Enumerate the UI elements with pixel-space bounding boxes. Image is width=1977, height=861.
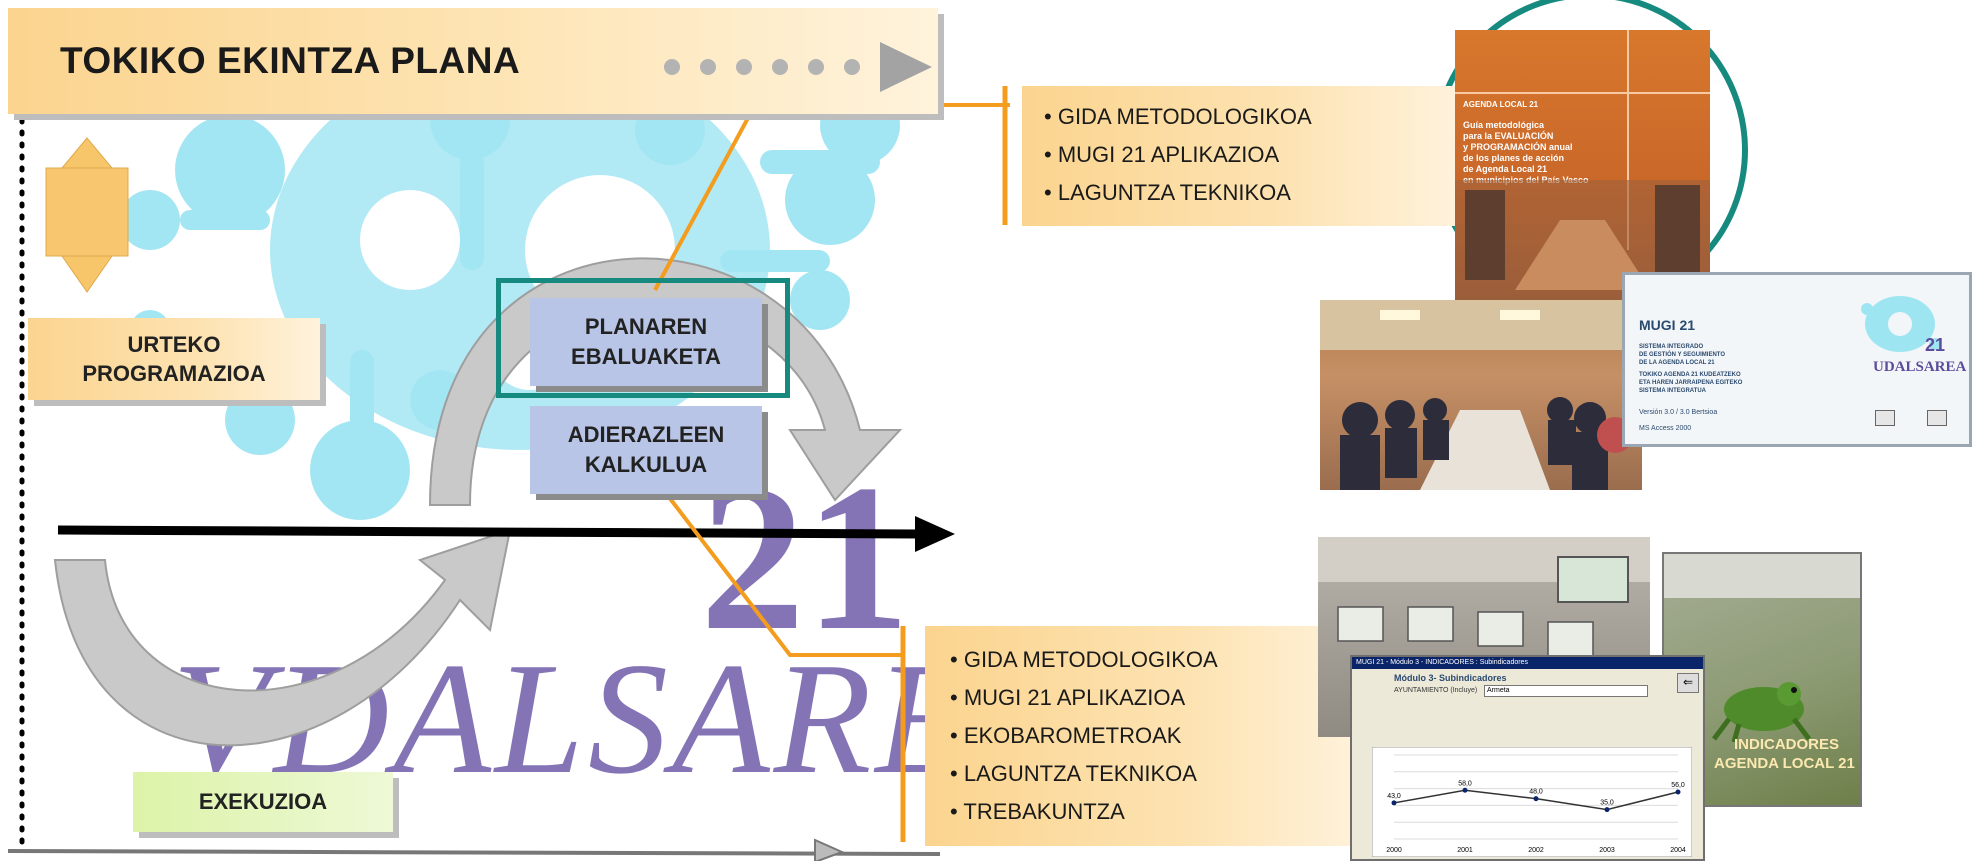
splash-logo-word: UDALSAREA	[1873, 359, 1967, 375]
splash-logo-num: 21	[1925, 335, 1946, 355]
urteko-line-1: URTEKO	[127, 332, 221, 357]
chart-point	[1604, 807, 1610, 813]
app-field-label: AYUNTAMIENTO (Incluye)	[1394, 687, 1478, 694]
teal-highlight-frame	[496, 278, 790, 398]
tools-panel-top: • GIDA METODOLOGIKOA • MUGI 21 APLIKAZIO…	[1022, 86, 1458, 226]
list-item: • MUGI 21 APLIKAZIOA	[1044, 142, 1280, 167]
connector-bottom	[663, 490, 905, 657]
street-photo-icon	[1455, 180, 1710, 300]
arrow-right-icon	[664, 42, 932, 92]
urteko-line-2: PROGRAMAZIOA	[82, 361, 266, 386]
chart-point	[1391, 800, 1397, 806]
adierazleen-line-1: ADIERAZLEEN	[567, 422, 725, 447]
meeting-photo	[1320, 300, 1642, 490]
indic-title-1: INDICADORES	[1734, 736, 1840, 753]
list-item: • EKOBAROMETROAK	[950, 723, 1182, 748]
chart-x-tick: 2001	[1457, 847, 1473, 854]
splash-logo-icon	[1861, 296, 1941, 352]
urteko-programazioa-box: URTEKO PROGRAMAZIOA	[28, 318, 320, 400]
chart-point	[1462, 787, 1468, 793]
indic-title-2: AGENDA LOCAL 21	[1714, 755, 1855, 772]
chart-x-tick: 2000	[1386, 847, 1402, 854]
chart-x-tick: 2004	[1670, 847, 1686, 854]
back-button[interactable]: ⇐	[1677, 673, 1699, 693]
chart-x-tick: 2002	[1528, 847, 1544, 854]
frog-icon	[1712, 682, 1811, 743]
page-title: TOKIKO EKINTZA PLANA	[60, 40, 521, 81]
bottom-arrow-line	[7, 849, 941, 856]
chart-data-label: 58,0	[1458, 780, 1472, 787]
chart-data-label: 43,0	[1387, 793, 1401, 800]
adierazleen-kalkulua-box: ADIERAZLEEN KALKULUA	[530, 406, 762, 494]
timeline-axis	[57, 525, 921, 539]
chart-point	[1533, 796, 1539, 802]
list-item: • TREBAKUNTZA	[950, 799, 1125, 824]
tools-list-top: • GIDA METODOLOGIKOA • MUGI 21 APLIKAZIO…	[1044, 98, 1312, 212]
list-item: • MUGI 21 APLIKAZIOA	[950, 685, 1186, 710]
chart-data-label: 56,0	[1671, 782, 1685, 789]
chart-x-tick: 2003	[1599, 847, 1615, 854]
app-window-title: MUGI 21 - Módulo 3 - INDICADORES : Subin…	[1352, 657, 1703, 669]
app-heading: Módulo 3- Subindicadores	[1394, 673, 1507, 683]
list-item: • GIDA METODOLOGIKOA	[950, 647, 1218, 672]
line-chart: 43,0 58,0 48,0 35,0 56,0 2000 2001 2002 2003 200…	[1372, 747, 1692, 857]
app-field-value[interactable]: Armeta	[1484, 685, 1648, 697]
app-screenshot: MUGI 21 - Módulo 3 - INDICADORES : Subin…	[1350, 655, 1705, 861]
cycle-arrow-lower	[53, 528, 512, 747]
planaren-line-1: PLANAREN	[584, 314, 708, 339]
book-cover-header: AGENDA LOCAL 21	[1463, 100, 1539, 109]
bottom-arrowhead	[814, 838, 845, 861]
splash-button-2[interactable]	[1927, 410, 1947, 426]
exekuzioa-box: EXEKUZIOA	[133, 772, 393, 832]
tools-list-bottom: • GIDA METODOLOGIKOA • MUGI 21 APLIKAZIO…	[950, 641, 1218, 831]
planaren-ebaluaketa-box: PLANAREN EBALUAKETA	[530, 298, 762, 386]
timeline-arrowhead	[915, 516, 955, 552]
list-item: • LAGUNTZA TEKNIKOA	[1044, 180, 1291, 205]
chart-data-label: 35,0	[1600, 800, 1614, 807]
mugi-version: Versión 3.0 / 3.0 Bertsioa	[1639, 409, 1718, 416]
adierazleen-line-2: KALKULUA	[584, 452, 708, 477]
udalsarea-splash-logo	[120, 35, 900, 520]
mugi-title: MUGI 21	[1639, 317, 1696, 333]
planaren-line-2: EBALUAKETA	[571, 344, 721, 369]
chart-point	[1675, 789, 1681, 795]
chart-data-label: 48,0	[1529, 789, 1543, 796]
tools-panel-bottom: • GIDA METODOLOGIKOA • MUGI 21 APLIKAZIO…	[925, 626, 1365, 846]
list-item: • LAGUNTZA TEKNIKOA	[950, 761, 1197, 786]
splash-button-1[interactable]	[1875, 410, 1895, 426]
mugi-requirement: MS Access 2000	[1639, 425, 1692, 432]
list-item: • GIDA METODOLOGIKOA	[1044, 104, 1312, 129]
double-vertical-arrow-icon	[45, 137, 129, 293]
